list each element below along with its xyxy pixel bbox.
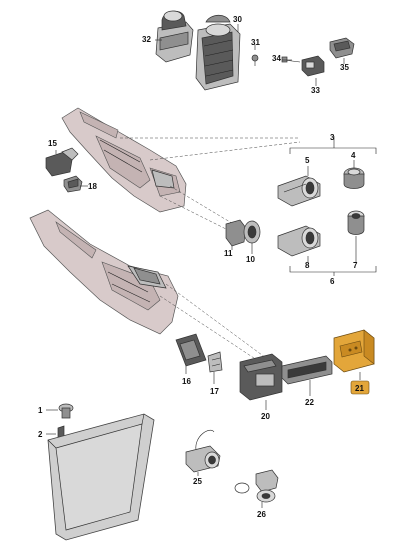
leader-console-10 [169,185,241,229]
label-18: 18 [88,182,97,191]
label-35: 35 [340,63,349,72]
part-33-module[interactable] [301,55,325,77]
bracket-group-6 [289,266,377,276]
part-35-switch[interactable] [329,37,355,59]
part-17-bracket[interactable] [207,351,223,384]
label-6: 6 [330,277,335,286]
leader-upper-console-3b [149,141,301,161]
label-21-highlight [350,380,370,395]
label-leaders [55,24,345,187]
part-8-socket[interactable] [277,225,321,262]
part-18-socket-insert[interactable] [63,175,83,193]
label-1: 1 [38,406,43,415]
label-2: 2 [38,430,43,439]
part-31-screw[interactable] [251,54,259,66]
label-7: 7 [353,261,358,270]
label-4: 4 [351,151,356,160]
label-33: 33 [311,86,320,95]
label-3: 3 [330,133,335,142]
label-15: 15 [48,139,57,148]
part-11-socket-body[interactable] [225,219,247,250]
label-31: 31 [251,38,260,47]
part-34-wire-connector[interactable] [281,56,301,63]
label-32: 32 [142,35,151,44]
leader-lower-console-16 [165,283,267,359]
part-1-clip[interactable] [46,403,74,419]
label-25: 25 [193,477,202,486]
part-4-socket-cap[interactable] [343,160,365,189]
part-20-switch-panel[interactable] [239,353,283,410]
part-32-cup-holder[interactable] [155,10,194,63]
part-30-storage-tray[interactable] [195,14,241,91]
storage-liner [47,413,155,541]
part-7-socket-cap[interactable] [347,210,365,262]
part-22-trim-strip[interactable] [281,355,333,396]
part-21-highlighted-module[interactable] [333,329,375,380]
label-16: 16 [182,377,191,386]
label-20: 20 [261,412,270,421]
label-30: 30 [233,15,242,24]
label-11: 11 [224,249,233,258]
part-10-socket-ring[interactable] [243,220,261,254]
part-16-cover-panel[interactable] [175,333,207,374]
label-21: 21 [355,384,364,393]
label-26: 26 [257,510,266,519]
label-5: 5 [305,156,310,165]
leader-lower-console-16b [159,295,261,363]
part-25-socket-with-cable[interactable] [185,430,221,476]
label-8: 8 [305,261,310,270]
center-console-lower [29,209,179,335]
bracket-group-3 [289,142,377,154]
label-17: 17 [210,387,219,396]
center-console-upper [61,107,187,213]
part-26-socket-with-ring[interactable] [234,469,279,508]
label-10: 10 [246,255,255,264]
part-5-socket[interactable] [277,166,321,207]
label-34: 34 [272,54,281,63]
label-22: 22 [305,398,314,407]
part-15-socket-housing[interactable] [45,147,79,177]
leader-console-11 [159,195,233,233]
